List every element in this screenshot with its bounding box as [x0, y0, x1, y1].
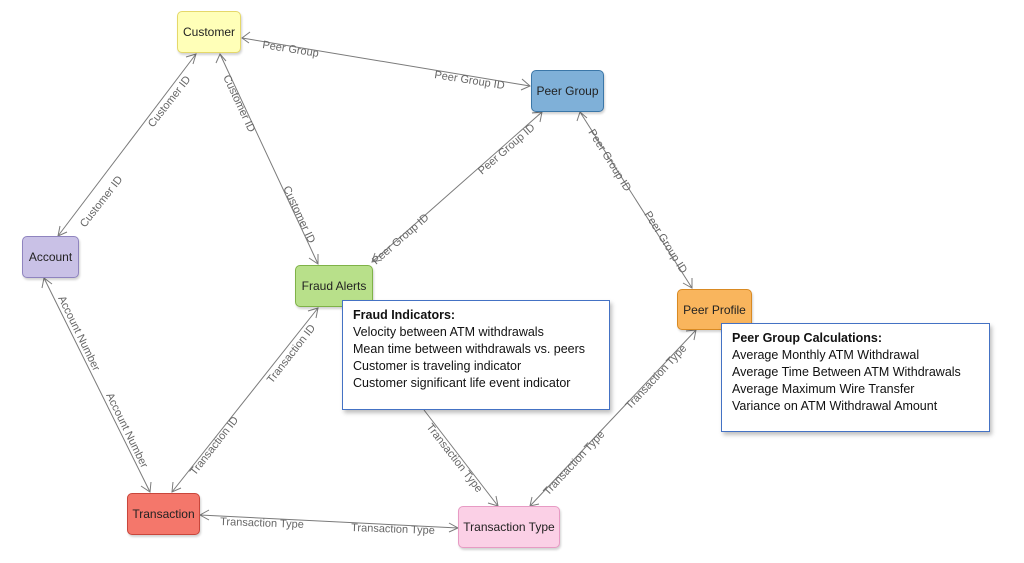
edge-label: Peer Group ID — [370, 212, 431, 268]
edge-label: Customer ID — [220, 73, 257, 134]
crowfoot-end — [241, 31, 251, 44]
peer-group-calculations-callout: Peer Group Calculations: Average Monthly… — [721, 323, 990, 432]
crowfoot-end — [41, 277, 53, 289]
edge-label: Transaction Type — [220, 516, 304, 531]
callout-line: Customer is traveling indicator — [353, 359, 522, 373]
edge-label: Peer Group — [262, 39, 320, 60]
crowfoot-end — [371, 252, 383, 263]
callout-title: Fraud Indicators: — [353, 308, 456, 322]
edge-transaction-fraud — [171, 307, 319, 493]
edge-label: Peer Group ID — [641, 209, 689, 276]
node-peer-group[interactable]: Peer Group — [531, 70, 604, 112]
crowfoot-end — [140, 481, 152, 493]
callout-line: Average Maximum Wire Transfer — [732, 382, 915, 396]
node-account[interactable]: Account — [22, 236, 79, 278]
callout-line: Average Monthly ATM Withdrawal — [732, 348, 920, 362]
fraud-indicators-callout: Fraud Indicators: Velocity between ATM w… — [342, 300, 610, 410]
edge-fraud-peer-group — [371, 111, 543, 263]
crowfoot-end — [198, 509, 210, 521]
edge-label: Account Number — [55, 294, 102, 373]
crowfoot-end — [682, 278, 693, 289]
node-transaction[interactable]: Transaction — [127, 493, 200, 535]
crowfoot-end — [308, 254, 319, 265]
node-customer[interactable]: Customer — [177, 11, 241, 53]
edge-fraud-transaction-type — [423, 409, 499, 507]
crowfoot-end — [171, 481, 182, 493]
crowfoot-end — [215, 53, 227, 64]
edge-label: Customer ID — [146, 74, 193, 130]
crowfoot-end — [531, 111, 543, 123]
crowfoot-end — [520, 78, 531, 91]
edge-label: Transaction Type — [351, 522, 435, 537]
edge-label: Customer ID — [280, 184, 317, 245]
crowfoot-end — [185, 53, 197, 65]
edge-label: Account Number — [103, 391, 150, 470]
crowfoot-end — [685, 329, 697, 341]
edge-label: Transaction Type — [623, 343, 689, 412]
edge-fraud-customer — [219, 53, 319, 265]
callout-line: Customer significant life event indicato… — [353, 376, 571, 390]
edge-account-customer — [57, 53, 197, 237]
edge-account-transaction — [43, 277, 151, 493]
callout-line: Average Time Between ATM Withdrawals — [732, 365, 961, 379]
edge-profile-peer-group — [579, 111, 693, 289]
crowfoot-end — [307, 307, 319, 319]
callout-line: Variance on ATM Withdrawal Amount — [732, 399, 938, 413]
edge-label: Transaction Type — [541, 429, 607, 498]
edge-label: Peer Group ID — [476, 122, 537, 178]
node-transaction-type[interactable]: Transaction Type — [458, 506, 560, 548]
edge-customer-peer-group — [241, 37, 531, 87]
edge-label: Transaction Type — [424, 421, 485, 494]
edge-transaction-type — [199, 514, 459, 529]
callout-line: Velocity between ATM withdrawals — [353, 325, 544, 339]
edge-profile-transaction-type — [529, 329, 697, 507]
edge-label: Peer Group ID — [434, 69, 506, 92]
callout-title: Peer Group Calculations: — [732, 331, 883, 345]
edge-label: Transaction ID — [188, 414, 241, 477]
edge-label: Transaction ID — [265, 322, 318, 385]
edge-label: Customer ID — [78, 174, 125, 230]
crowfoot-end — [576, 111, 588, 122]
edge-label: Peer Group ID — [585, 127, 633, 194]
callout-line: Mean time between withdrawals vs. peers — [353, 342, 586, 356]
